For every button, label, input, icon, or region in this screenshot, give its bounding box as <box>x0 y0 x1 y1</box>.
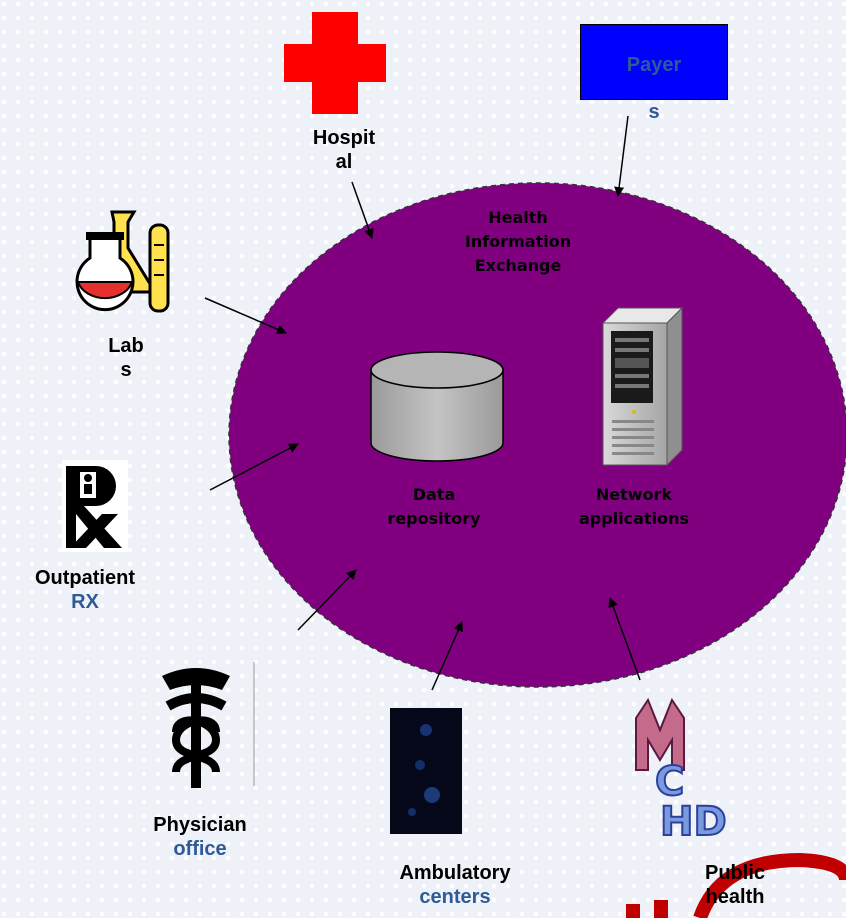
hospital-label-line2: al <box>335 151 353 173</box>
network-applications-label: Network applications <box>564 483 704 531</box>
labs-label: Lab s <box>86 334 166 382</box>
hospital-label: Hospit al <box>294 126 394 174</box>
outpatient-label-line2: RX <box>71 591 99 613</box>
ambulatory-centers-label: Ambulatory centers <box>370 861 540 909</box>
ambulatory-label-line2: centers <box>419 886 491 908</box>
arrow-physician <box>297 569 357 631</box>
corner-logo-icon <box>626 852 846 918</box>
arrow-hospital <box>351 181 374 239</box>
payers-label-line2: s <box>648 101 660 123</box>
rx-symbol-icon <box>62 460 128 552</box>
hub-title: Health Information Exchange <box>448 206 588 278</box>
physician-label-line1: Physician <box>153 814 247 836</box>
arrow-ambulatory <box>431 621 463 691</box>
public-health-label-line2: health <box>705 886 765 908</box>
network-applications-line2: applications <box>579 509 689 528</box>
server-tower-icon <box>601 306 684 467</box>
arrow-labs <box>204 297 287 335</box>
arrow-payers <box>614 115 629 197</box>
public-health-label-line1: Public <box>704 862 765 884</box>
outpatient-rx-label: Outpatient RX <box>10 566 160 614</box>
payers-label-line1: Payer <box>626 54 682 76</box>
physician-office-label: Physician office <box>125 813 275 861</box>
caduceus-icon <box>162 662 255 788</box>
labs-label-line2: s <box>120 359 132 381</box>
ambulatory-label-line1: Ambulatory <box>399 862 511 884</box>
hub-title-line1: Health <box>488 208 548 227</box>
svg-text:C: C <box>655 759 684 805</box>
data-repository-line1: Data <box>412 485 456 504</box>
svg-text:HD: HD <box>660 799 727 845</box>
red-cross-icon <box>284 12 386 114</box>
physician-label-line2: office <box>173 838 227 860</box>
hospital-label-line1: Hospit <box>312 127 376 149</box>
labs-label-line1: Lab <box>108 335 144 357</box>
arrow-outpatient <box>209 443 299 491</box>
lab-flasks-icon <box>75 210 170 313</box>
payers-box: Payer <box>580 24 728 100</box>
data-repository-line2: repository <box>387 509 481 528</box>
hie-hub-ellipse <box>228 182 846 688</box>
mchd-logo-icon: C HD <box>635 697 728 846</box>
database-cylinder-icon <box>370 351 504 462</box>
hub-title-line2: Information <box>464 232 572 251</box>
data-repository-label: Data repository <box>374 483 494 531</box>
hub-title-line3: Exchange <box>474 256 562 275</box>
network-applications-line1: Network <box>595 485 673 504</box>
ambulatory-image-icon <box>390 708 462 834</box>
public-health-label: Public health <box>690 861 780 909</box>
outpatient-label-line1: Outpatient <box>35 567 135 589</box>
arrow-public-health <box>608 597 641 681</box>
